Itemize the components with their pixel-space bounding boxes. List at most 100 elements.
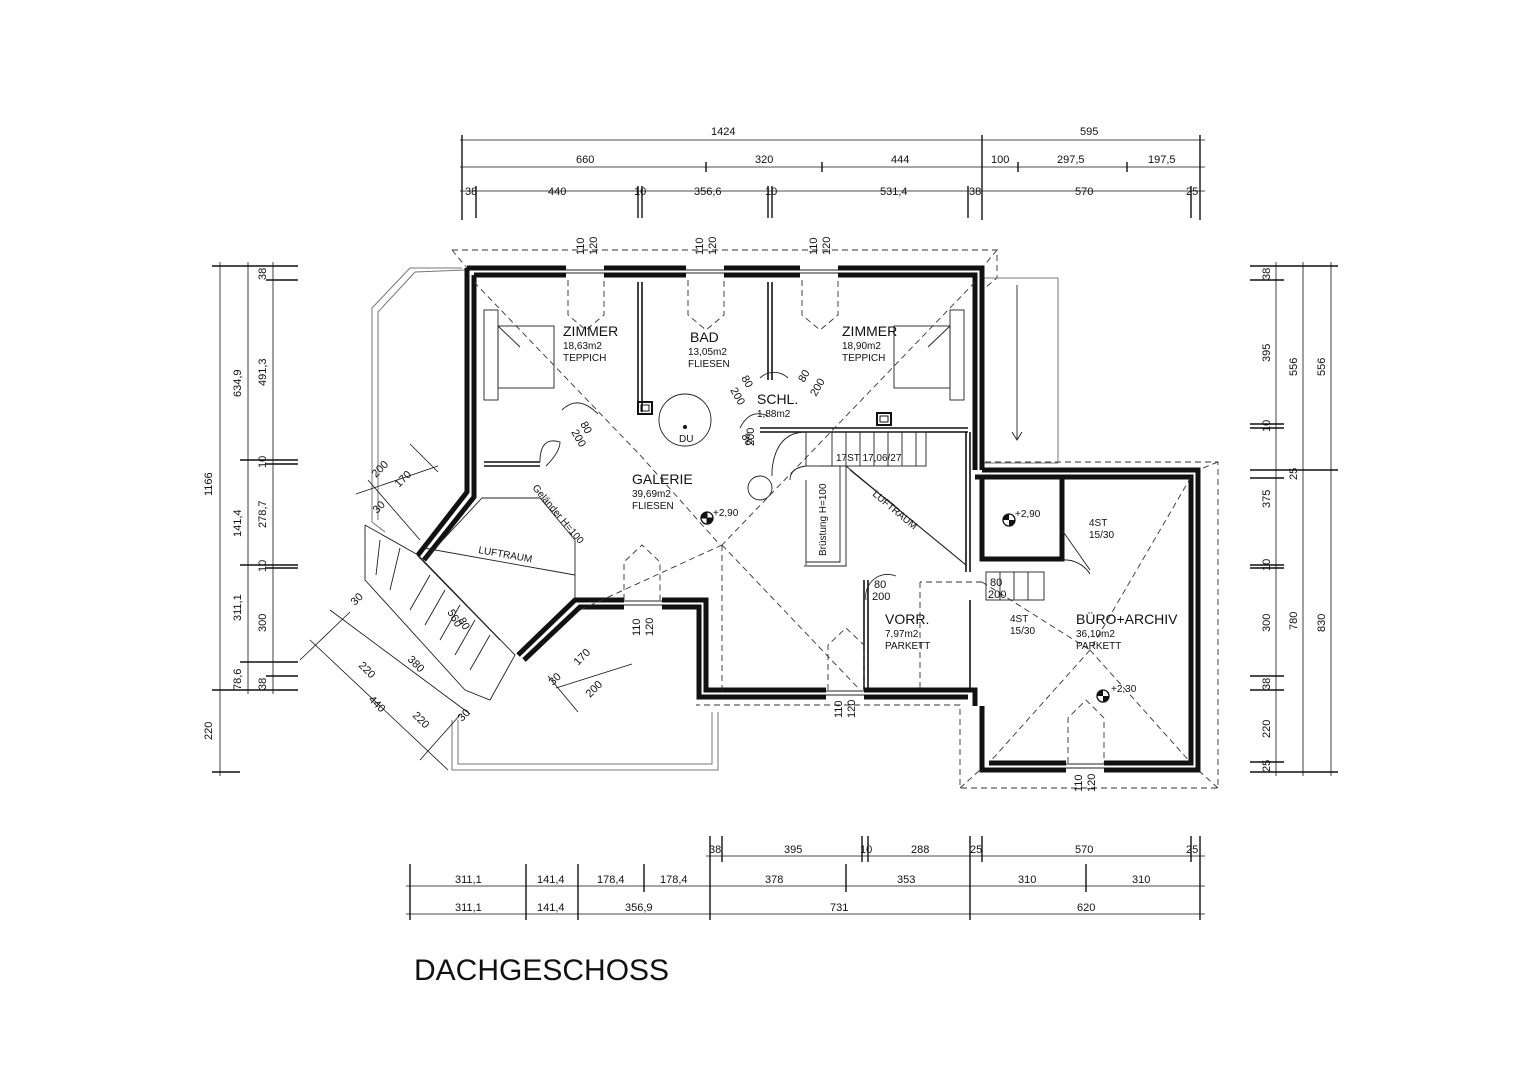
svg-text:197,5: 197,5 (1148, 154, 1176, 166)
room-labels: ZIMMER 18,63m2 TEPPICH BAD 13,05m2 FLIES… (563, 323, 1178, 652)
svg-text:310: 310 (1018, 874, 1036, 886)
svg-text:170: 170 (393, 469, 414, 490)
svg-text:200: 200 (370, 459, 391, 480)
svg-text:80: 80 (990, 577, 1002, 589)
svg-text:220: 220 (410, 710, 431, 731)
stair-4a-label: 4ST (1089, 518, 1107, 529)
svg-text:200: 200 (745, 428, 757, 446)
svg-text:100: 100 (991, 154, 1009, 166)
svg-text:440: 440 (366, 694, 387, 715)
room-zimmer-1-area: 18,63m2 (563, 341, 602, 352)
svg-text:570: 570 (1075, 844, 1093, 856)
svg-text:444: 444 (891, 154, 909, 166)
dims-top: 1424 595 660 320 444 100 297,5 197,5 38 … (460, 126, 1205, 220)
level-buero: +2,30 (1111, 684, 1137, 695)
main-stair (747, 431, 967, 567)
svg-text:731: 731 (830, 902, 848, 914)
svg-text:80: 80 (738, 432, 755, 449)
svg-text:38: 38 (969, 186, 981, 198)
svg-text:30: 30 (371, 499, 388, 516)
beds (483, 309, 965, 401)
svg-text:10: 10 (1261, 559, 1273, 571)
svg-text:120: 120 (1086, 774, 1098, 792)
room-buero-name: BÜRO+ARCHIV (1076, 610, 1178, 627)
svg-text:278,7: 278,7 (257, 500, 269, 528)
svg-text:288: 288 (911, 844, 929, 856)
dims-left: 1166 220 634,9 141,4 311,1 78,6 38 491,3… (203, 262, 298, 776)
svg-text:178,4: 178,4 (597, 874, 625, 886)
svg-text:141,4: 141,4 (232, 509, 244, 537)
svg-text:30: 30 (349, 591, 366, 608)
room-schl-area: 1,88m2 (757, 409, 791, 420)
svg-text:10: 10 (765, 186, 777, 198)
bruestung-label: Brüstung H=100 (818, 483, 829, 556)
svg-text:80: 80 (738, 374, 755, 391)
svg-text:120: 120 (644, 618, 656, 636)
svg-text:110: 110 (1073, 774, 1085, 792)
svg-text:311,1: 311,1 (455, 902, 482, 914)
stair-4a-ratio: 15/30 (1089, 530, 1114, 541)
room-galerie-area: 39,69m2 (632, 489, 671, 500)
room-bad-name: BAD (690, 329, 719, 345)
svg-text:830: 830 (1316, 614, 1328, 632)
svg-text:141,4: 141,4 (537, 874, 565, 886)
svg-text:78,6: 78,6 (232, 669, 244, 690)
svg-text:10: 10 (1261, 420, 1273, 432)
svg-text:120: 120 (707, 237, 719, 255)
luftraum-label-2: LUFTRAUM (870, 489, 919, 532)
roof-outline (451, 249, 1219, 789)
svg-text:10: 10 (634, 186, 646, 198)
svg-text:556: 556 (1316, 358, 1328, 376)
svg-text:491,3: 491,3 (257, 358, 269, 386)
roof-hip-lines (473, 280, 1192, 764)
svg-text:353: 353 (897, 874, 915, 886)
svg-text:120: 120 (821, 237, 833, 255)
room-zimmer-2-name: ZIMMER (842, 323, 897, 339)
room-galerie-name: GALERIE (632, 471, 693, 487)
svg-text:200: 200 (584, 679, 605, 700)
room-buero-area: 36,10m2 (1076, 629, 1115, 640)
svg-text:395: 395 (784, 844, 802, 856)
svg-text:120: 120 (588, 237, 600, 255)
shower (561, 393, 769, 447)
svg-text:110: 110 (575, 237, 587, 255)
stair-4b-label: 4ST (1010, 614, 1028, 625)
svg-text:375: 375 (1261, 490, 1273, 508)
dims-bottom: 38 395 10 288 25 570 25 311,1 141,4 178,… (406, 836, 1205, 920)
gelaender-label: Geländer H=100 (530, 483, 586, 547)
svg-text:110: 110 (694, 237, 706, 255)
left-stair (364, 524, 516, 701)
exterior-walls (416, 265, 1201, 773)
stair-main-label: 17ST 17,06/27 (836, 453, 902, 464)
svg-text:25: 25 (1186, 844, 1198, 856)
room-bad-area: 13,05m2 (688, 347, 727, 358)
svg-text:780: 780 (1288, 612, 1300, 630)
svg-text:25: 25 (970, 844, 982, 856)
svg-text:120: 120 (846, 700, 858, 718)
svg-text:38: 38 (1261, 678, 1273, 690)
svg-text:200: 200 (988, 589, 1006, 601)
level-galerie: +2,90 (713, 508, 739, 519)
svg-text:395: 395 (1261, 344, 1273, 362)
svg-text:310: 310 (1132, 874, 1150, 886)
svg-text:80: 80 (577, 420, 594, 437)
svg-text:570: 570 (1075, 186, 1093, 198)
svg-text:80: 80 (455, 616, 472, 633)
svg-text:620: 620 (1077, 902, 1095, 914)
room-schl-name: SCHL. (757, 391, 798, 407)
small-stairs (985, 571, 1045, 601)
plan-title: DACHGESCHOSS (414, 954, 669, 987)
dim-top-1424: 1424 (711, 126, 735, 138)
svg-text:1166: 1166 (203, 472, 215, 496)
svg-text:141,4: 141,4 (537, 902, 565, 914)
shower-label: DU (679, 434, 693, 445)
svg-text:356,6: 356,6 (694, 186, 722, 198)
svg-text:10: 10 (257, 456, 269, 468)
svg-text:200: 200 (808, 377, 828, 399)
dim-top-595: 595 (1080, 126, 1098, 138)
svg-text:378: 378 (765, 874, 783, 886)
svg-text:38: 38 (1261, 268, 1273, 280)
room-buero-floor: PARKETT (1076, 641, 1121, 652)
svg-text:634,9: 634,9 (232, 369, 244, 397)
